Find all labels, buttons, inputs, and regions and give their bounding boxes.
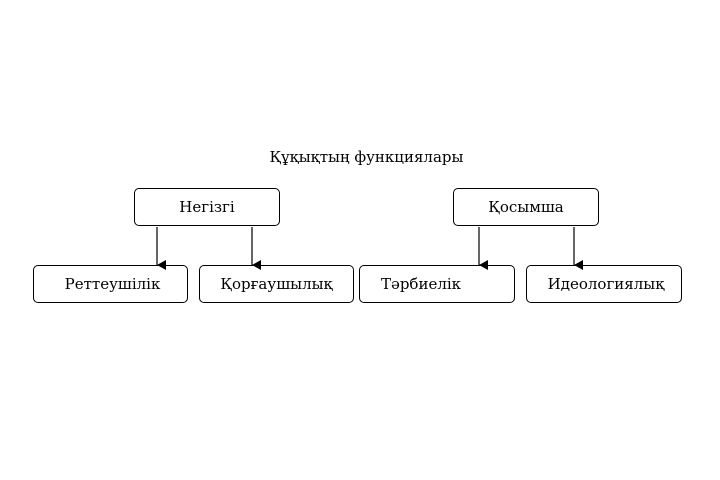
node-ideological: Идеологиялық [526,265,682,303]
node-regulatory: Реттеушілік [33,265,188,303]
node-regulatory-label: Реттеушілік [64,275,161,293]
node-additional-functions: Қосымша [453,188,599,226]
node-educational-label: Тәрбиелік [380,275,462,293]
node-ideological-label: Идеологиялық [547,275,665,293]
node-main-functions-label: Негізгі [179,198,235,216]
node-additional-functions-label: Қосымша [488,198,564,216]
node-protective: Қорғаушылық [199,265,354,303]
node-protective-label: Қорғаушылық [220,275,333,293]
node-main-functions: Негізгі [134,188,280,226]
node-educational: Тәрбиелік [359,265,515,303]
diagram-title: Құқықтың функциялары [269,148,464,166]
